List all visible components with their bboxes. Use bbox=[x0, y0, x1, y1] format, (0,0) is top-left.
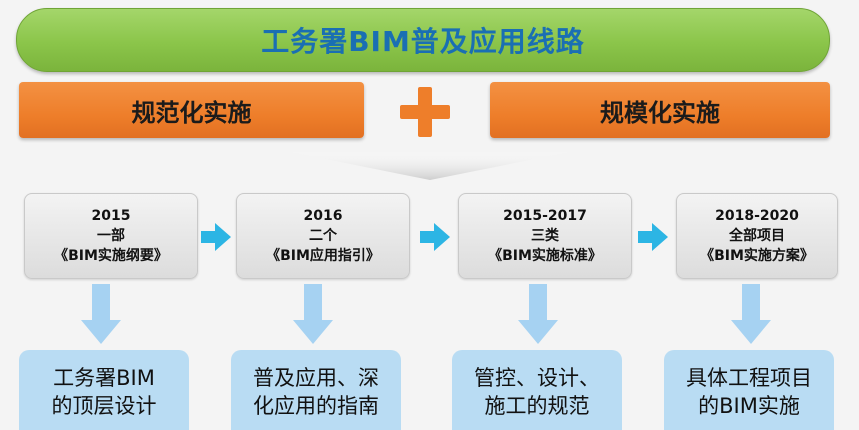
result-line: 化应用的指南 bbox=[253, 394, 379, 418]
stage-year: 2015 bbox=[91, 208, 131, 224]
result-line: 管控、设计、 bbox=[474, 366, 600, 390]
diagram-title: 工务署BIM普及应用线路 bbox=[261, 25, 585, 58]
down-arrow-icon bbox=[293, 284, 333, 344]
scaled-implementation-box: 规模化实施 bbox=[490, 82, 830, 138]
stage-document: 《BIM实施方案》 bbox=[700, 248, 814, 264]
result-line: 普及应用、深 bbox=[253, 366, 379, 390]
down-arrow-icon bbox=[81, 284, 121, 344]
stage-box-3: 2015-2017 三类 《BIM实施标准》 bbox=[458, 193, 632, 279]
plus-icon bbox=[400, 87, 450, 137]
result-box-1: 工务署BIM 的顶层设计 bbox=[19, 350, 189, 430]
stage-document: 《BIM应用指引》 bbox=[266, 248, 380, 264]
stage-document: 《BIM实施纲要》 bbox=[54, 248, 168, 264]
stage-count: 一部 bbox=[97, 228, 125, 244]
stage-count: 全部项目 bbox=[729, 228, 785, 244]
stage-document: 《BIM实施标准》 bbox=[488, 248, 602, 264]
down-arrow-icon bbox=[731, 284, 771, 344]
stage-count: 二个 bbox=[309, 228, 337, 244]
scaled-implementation-label: 规模化实施 bbox=[600, 98, 720, 127]
stage-box-2: 2016 二个 《BIM应用指引》 bbox=[236, 193, 410, 279]
stage-year: 2018-2020 bbox=[715, 208, 799, 224]
result-box-2: 普及应用、深 化应用的指南 bbox=[231, 350, 401, 430]
right-arrow-icon bbox=[201, 223, 231, 251]
standardized-implementation-label: 规范化实施 bbox=[131, 98, 252, 127]
standardized-implementation-box: 规范化实施 bbox=[19, 82, 364, 138]
fade-down-arrow-icon bbox=[290, 152, 570, 180]
result-line: 的BIM实施 bbox=[698, 394, 800, 418]
result-line: 的顶层设计 bbox=[51, 394, 157, 418]
stage-box-4: 2018-2020 全部项目 《BIM实施方案》 bbox=[676, 193, 838, 279]
result-box-4: 具体工程项目 的BIM实施 bbox=[664, 350, 834, 430]
result-line: 施工的规范 bbox=[484, 394, 590, 418]
result-box-3: 管控、设计、 施工的规范 bbox=[452, 350, 622, 430]
stage-year: 2015-2017 bbox=[503, 208, 587, 224]
result-line: 工务署BIM bbox=[53, 366, 155, 390]
result-line: 具体工程项目 bbox=[686, 366, 812, 390]
stage-year: 2016 bbox=[303, 208, 343, 224]
stage-count: 三类 bbox=[531, 228, 559, 244]
down-arrow-icon bbox=[518, 284, 558, 344]
stage-box-1: 2015 一部 《BIM实施纲要》 bbox=[24, 193, 198, 279]
right-arrow-icon bbox=[420, 223, 450, 251]
title-banner: 工务署BIM普及应用线路 bbox=[16, 8, 830, 72]
right-arrow-icon bbox=[638, 223, 668, 251]
